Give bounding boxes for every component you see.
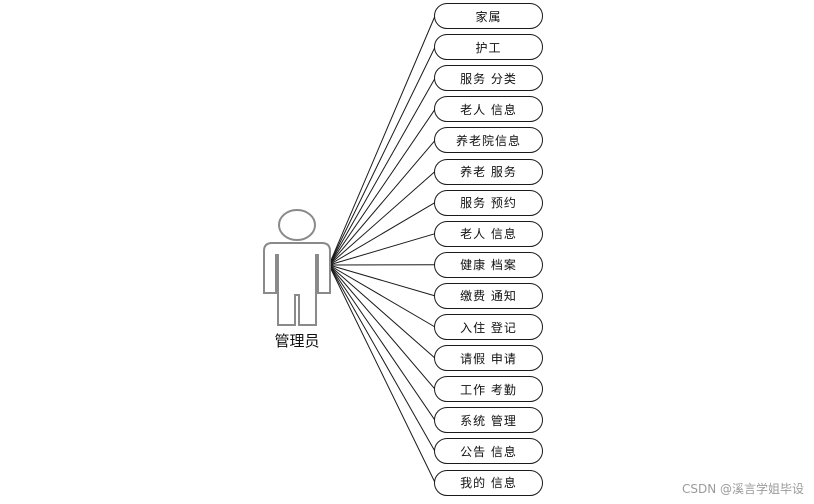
actor-label: 管理员: [274, 332, 320, 350]
use-case-node: 家属: [434, 3, 543, 29]
connector-line: [328, 171, 436, 266]
use-case-node: 服务 分类: [434, 65, 543, 92]
connector-line: [328, 140, 436, 266]
use-case-node: 入住 登记: [434, 314, 543, 340]
connector-line: [328, 264, 436, 297]
connector-line: [328, 109, 436, 266]
use-case-node: 工作 考勤: [434, 376, 543, 403]
connector-line: [328, 233, 436, 266]
use-case-node: 老人 信息: [434, 96, 543, 123]
use-case-node: 系统 管理: [434, 407, 543, 434]
connector-line: [328, 202, 436, 266]
use-case-node: 公告 信息: [434, 438, 543, 465]
connector-line: [328, 264, 436, 390]
connector-lines: [328, 15, 436, 483]
connector-line: [328, 264, 436, 359]
use-case-node: 我的 信息: [434, 469, 543, 496]
watermark: CSDN @溪言学姐毕设: [681, 482, 804, 496]
connector-line: [328, 46, 436, 266]
connector-line: [328, 15, 436, 266]
use-case-node: 请假 申请: [434, 345, 543, 372]
use-case-node: 养老院信息: [434, 127, 543, 154]
use-case-node: 养老 服务: [434, 158, 543, 185]
connector-line: [328, 264, 436, 452]
use-case-node: 护工: [434, 34, 543, 61]
connector-line: [328, 77, 436, 266]
connector-line: [328, 264, 436, 328]
connector-line: [328, 264, 436, 421]
person-icon: [263, 209, 331, 326]
use-case-node: 缴费 通知: [434, 282, 543, 309]
use-case-node: 服务 预约: [434, 189, 543, 216]
use-case-node: 健康 档案: [434, 251, 543, 278]
connector-line: [328, 264, 436, 483]
use-case-node: 老人 信息: [434, 220, 543, 247]
